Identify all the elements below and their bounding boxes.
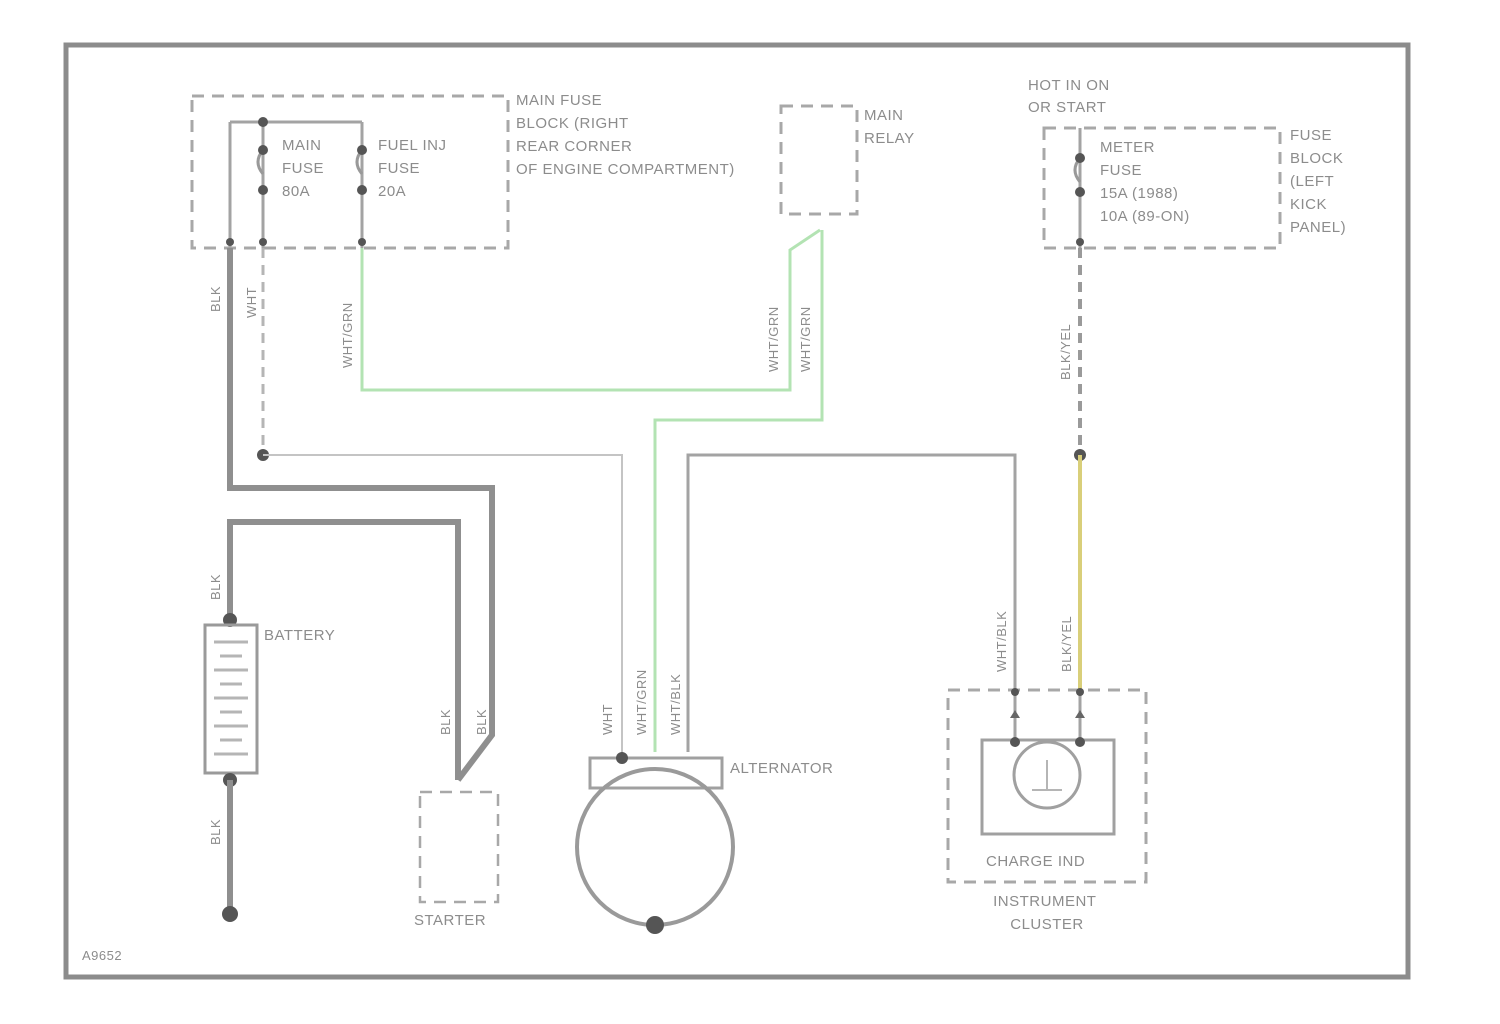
- wire-label-wht-alt: WHT: [600, 704, 615, 735]
- wire-label-blk-starter2: BLK: [474, 709, 489, 735]
- wire-label-blk-yel-meter: BLK/YEL: [1058, 324, 1073, 380]
- main-fuse-label: MAIN FUSE 80A: [282, 137, 329, 200]
- wht-grn-wire-fuse-to-relay: [362, 230, 820, 390]
- main-relay: [781, 106, 857, 214]
- wire-label-wht-blk-alt: WHT/BLK: [668, 674, 683, 735]
- alternator-body-icon: [577, 769, 733, 925]
- wire-label-blk-battery-neg: BLK: [208, 819, 223, 845]
- hot-in-on-label: HOT IN ON OR START: [1028, 77, 1114, 116]
- starter: [420, 792, 498, 902]
- wire-label-wht-grn-relay1: WHT/GRN: [766, 306, 781, 372]
- wht-blk-wire-alternator-to-cluster: [688, 455, 1015, 752]
- alternator: [577, 752, 733, 934]
- wire-label-wht-grn-relay2: WHT/GRN: [798, 306, 813, 372]
- starter-label: STARTER: [414, 912, 486, 929]
- main-fuse-block: MAIN FUSE 80A FUEL INJ FUSE 20A: [192, 96, 508, 248]
- instrument-cluster-label: INSTRUMENT CLUSTER: [993, 893, 1101, 933]
- wire-label-blk-yel-cluster: BLK/YEL: [1059, 616, 1074, 672]
- main-relay-label: MAIN RELAY: [864, 107, 915, 147]
- diagram-frame: [66, 45, 1408, 977]
- ground-point-icon: [222, 906, 238, 922]
- battery-cells-icon: [214, 642, 248, 754]
- fuel-inj-fuse-label: FUEL INJ FUSE 20A: [378, 137, 451, 200]
- alternator-label: ALTERNATOR: [730, 760, 833, 777]
- wire-label-wht-grn-alt: WHT/GRN: [634, 669, 649, 735]
- fuse-block-left-kick-panel: METER FUSE 15A (1988) 10A (89-ON): [1044, 128, 1280, 248]
- wire-label-wht-top: WHT: [244, 287, 259, 318]
- alternator-ground-icon: [646, 916, 664, 934]
- wire-label-wht-grn-left: WHT/GRN: [340, 302, 355, 368]
- blk-wire-battery-to-starter: [230, 522, 458, 780]
- wht-grn-wire-relay-to-alternator: [655, 230, 822, 752]
- wire-label-blk-starter1: BLK: [438, 709, 453, 735]
- battery: [205, 613, 257, 922]
- fuse-block-left-label: FUSE BLOCK (LEFT KICK PANEL): [1290, 127, 1348, 236]
- figure-id: A9652: [82, 948, 122, 963]
- wire-label-wht-blk-cluster: WHT/BLK: [994, 611, 1009, 672]
- main-fuse-block-label: MAIN FUSE BLOCK (RIGHT REAR CORNER OF EN…: [516, 92, 735, 178]
- instrument-cluster: CHARGE IND: [948, 688, 1146, 882]
- meter-fuse-label: METER FUSE 15A (1988) 10A (89-ON): [1100, 139, 1190, 225]
- battery-label: BATTERY: [264, 627, 335, 644]
- wire-label-blk-battery-pos: BLK: [208, 574, 223, 600]
- wire-label-blk-top: BLK: [208, 286, 223, 312]
- charge-ind-label: CHARGE IND: [986, 853, 1085, 870]
